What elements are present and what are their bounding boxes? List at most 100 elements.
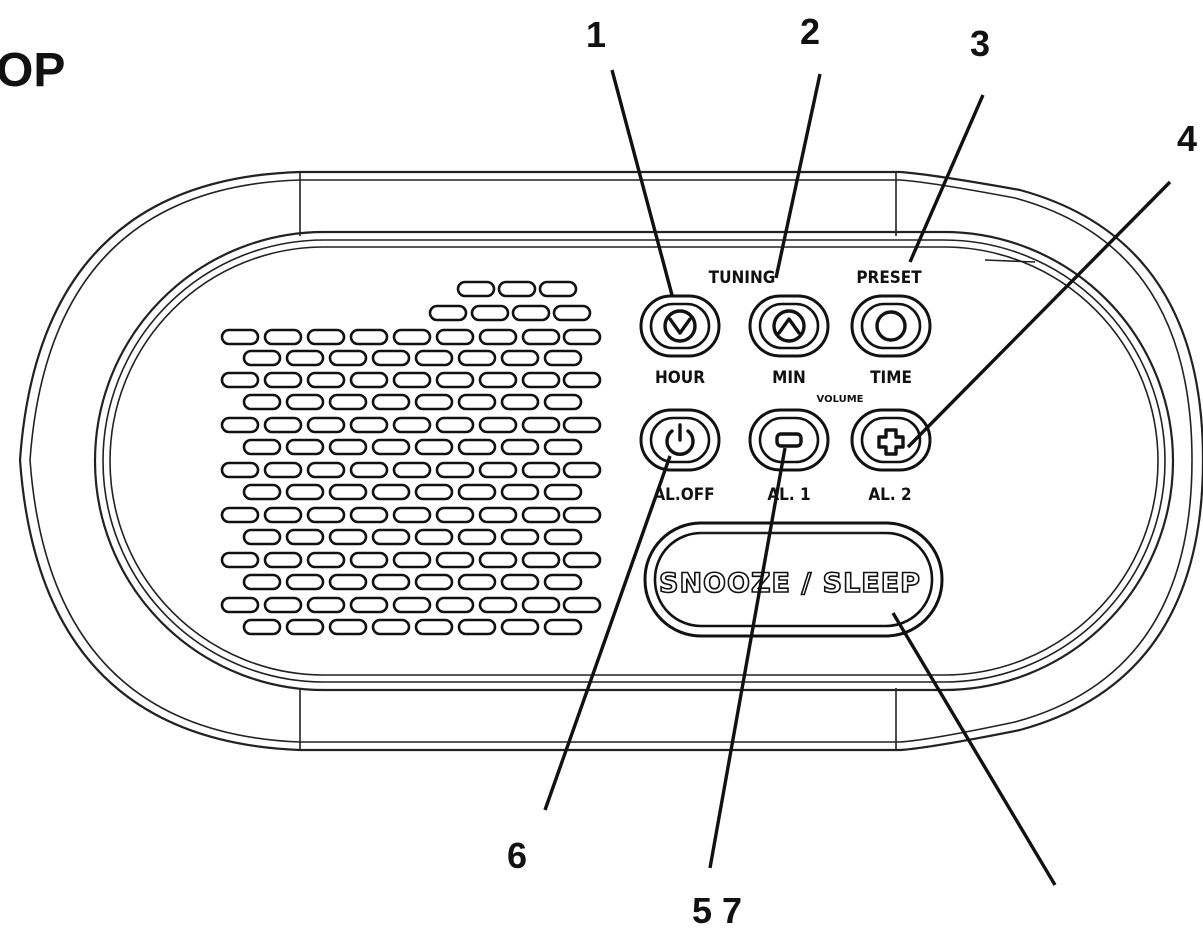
callout-5-7: 5 7 [692, 890, 742, 931]
grille-slot [392, 461, 432, 479]
grille-slot [328, 528, 368, 546]
grille-slot [457, 393, 497, 411]
grille-slot [328, 438, 368, 456]
grille-slot [242, 349, 282, 367]
grille-slot [500, 438, 540, 456]
circle-icon [875, 310, 907, 342]
label-al2: AL. 2 [868, 485, 911, 505]
grille-slot [220, 596, 260, 614]
label-hour: HOUR [655, 368, 705, 388]
leader-lines [543, 69, 1172, 886]
chevron-up-icon [772, 309, 806, 343]
grille-slot [328, 618, 368, 636]
grille-slot [349, 551, 389, 569]
top-panel-outline-3 [109, 246, 1159, 676]
grille-slot [500, 528, 540, 546]
grille-slot [285, 573, 325, 591]
grille-slot [349, 416, 389, 434]
grille-slot [500, 618, 540, 636]
grille-slot [220, 416, 260, 434]
grille-slot [435, 596, 475, 614]
grille-slot [435, 371, 475, 389]
button-snooze-sleep[interactable]: SNOOZE / SLEEP [643, 521, 944, 638]
label-al-off: AL.OFF [653, 485, 714, 505]
grille-slot [521, 328, 561, 346]
callout-6: 6 [507, 835, 527, 876]
grille-slot [349, 328, 389, 346]
grille-slot [562, 416, 602, 434]
grille-slot [414, 393, 454, 411]
grille-slot [414, 438, 454, 456]
grille-slot [349, 461, 389, 479]
body-outer-outline-2 [29, 179, 1193, 743]
button-volume-up[interactable] [850, 408, 932, 472]
button-tuning-down[interactable] [639, 294, 721, 358]
grille-slot [562, 328, 602, 346]
label-time: TIME [870, 368, 912, 388]
grille-slot [371, 618, 411, 636]
grille-slot [521, 596, 561, 614]
grille-slot [328, 483, 368, 501]
grille-slot [263, 506, 303, 524]
grille-slot [392, 371, 432, 389]
grille-slot [392, 506, 432, 524]
grille-slot [543, 393, 583, 411]
grille-slot [500, 349, 540, 367]
grille-slot [457, 483, 497, 501]
grille-slot [457, 618, 497, 636]
grille-slot [562, 506, 602, 524]
grille-slot [543, 618, 583, 636]
power-icon [665, 423, 695, 456]
top-panel-outline [93, 230, 1175, 692]
grille-slot [414, 573, 454, 591]
button-tuning-up[interactable] [748, 294, 830, 358]
grille-slot [457, 528, 497, 546]
grille-slot [349, 371, 389, 389]
device-body [18, 170, 1203, 752]
grille-slot [220, 328, 260, 346]
leader-5-7 [708, 447, 787, 869]
grille-slot [478, 416, 518, 434]
grille-slot [521, 371, 561, 389]
grille-slot [435, 551, 475, 569]
grille-slot [562, 596, 602, 614]
grille-slot [285, 393, 325, 411]
button-volume-down[interactable] [748, 408, 830, 472]
label-tuning: TUNING [709, 268, 776, 288]
grille-slot [306, 596, 346, 614]
grille-slot [220, 506, 260, 524]
speaker-grille [220, 280, 602, 636]
grille-slot [457, 349, 497, 367]
grille-slot [242, 483, 282, 501]
grille-slot [220, 551, 260, 569]
grille-slot [263, 416, 303, 434]
button-alarm-off[interactable] [639, 408, 721, 472]
grille-slot [371, 438, 411, 456]
minus-icon [775, 432, 803, 448]
grille-slot [478, 328, 518, 346]
snooze-sleep-label: SNOOZE / SLEEP [659, 568, 921, 599]
grille-slot [306, 551, 346, 569]
grille-slot [263, 461, 303, 479]
grille-slot [285, 618, 325, 636]
grille-slot [328, 349, 368, 367]
grille-slot [500, 483, 540, 501]
grille-slot [435, 506, 475, 524]
grille-slot [478, 596, 518, 614]
grille-slot [371, 393, 411, 411]
leader-6 [543, 455, 672, 811]
grille-slot [552, 304, 592, 322]
grille-slot [349, 506, 389, 524]
grille-slot [470, 304, 510, 322]
leader-4 [906, 180, 1172, 449]
leader-2 [774, 73, 822, 279]
callout-2: 2 [800, 11, 820, 52]
grille-slot [392, 328, 432, 346]
grille-slot [478, 461, 518, 479]
grille-slot [428, 304, 468, 322]
button-preset[interactable] [850, 294, 932, 358]
callout-4: 4 [1177, 118, 1197, 159]
grille-slot [414, 528, 454, 546]
grille-slot [497, 280, 537, 298]
